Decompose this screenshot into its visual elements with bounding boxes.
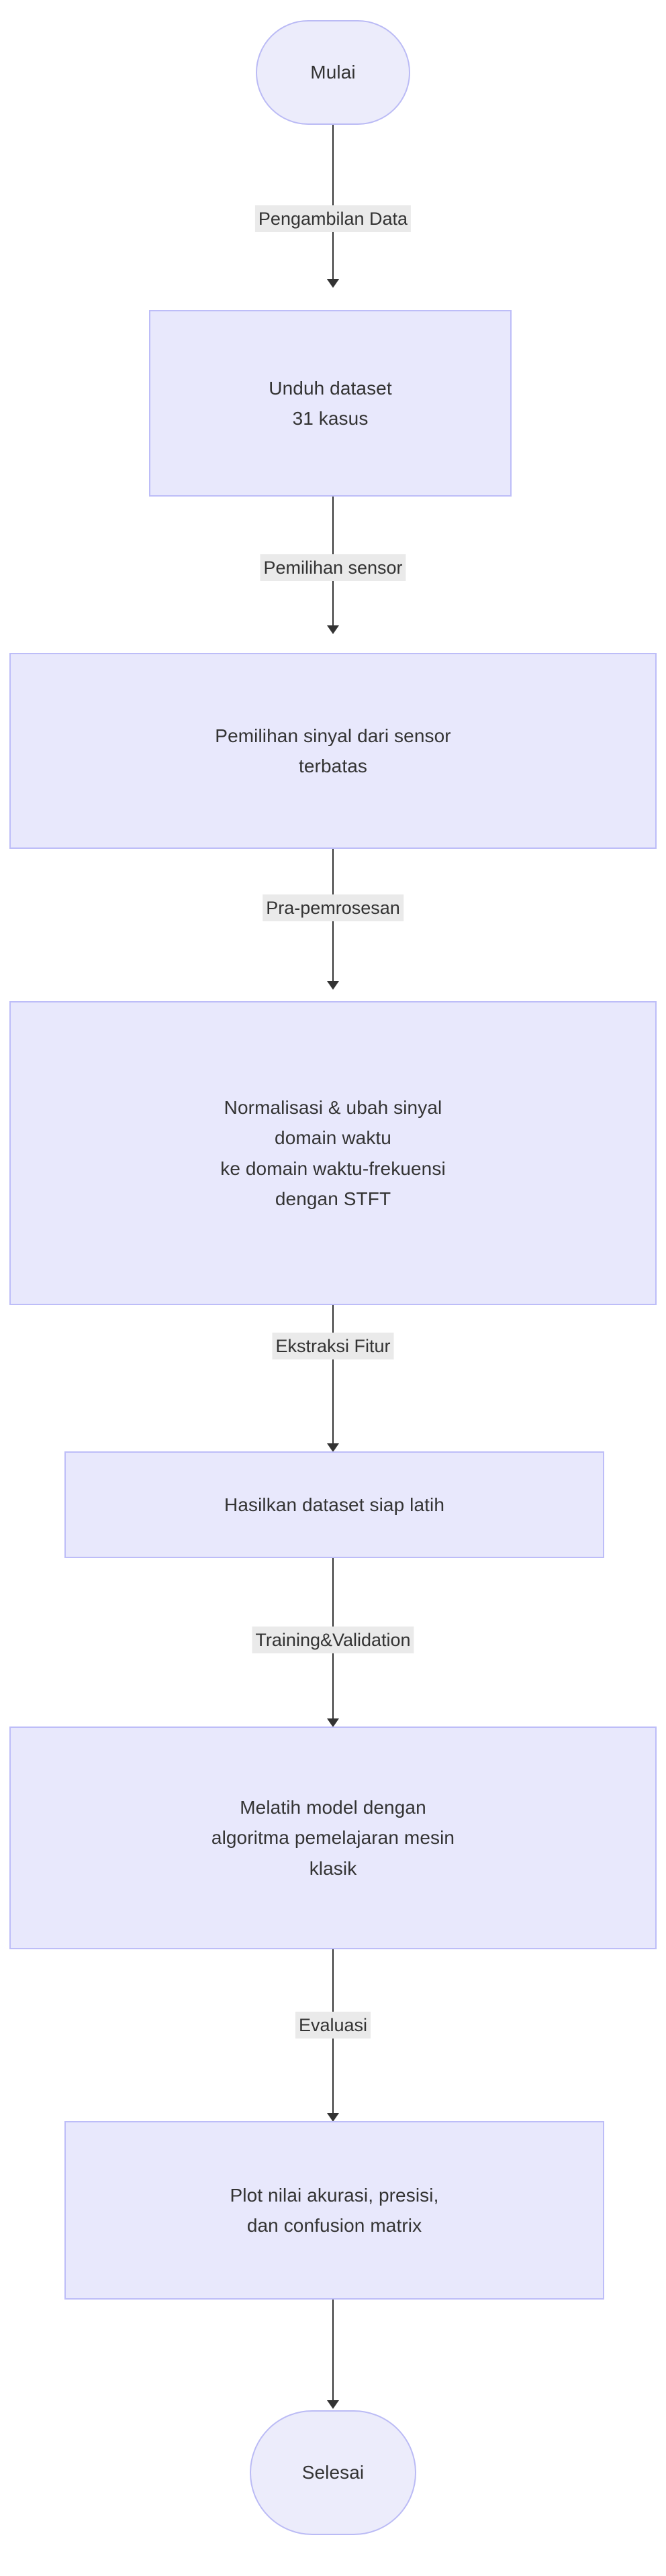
edge-label-pra-pemrosesan: Pra-pemrosesan [263,894,403,922]
node-melatih-model-label-line-2: algoritma pemelajaran mesin [211,1827,455,1849]
edge-label-evaluasi: Evaluasi [295,2012,371,2039]
node-pemilihan-sinyal-label-line-1: Pemilihan sinyal dari sensor [215,725,451,746]
arrowhead-melatih-model [327,1718,339,1727]
node-plot-evaluasi-label-line-2: dan confusion matrix [246,2215,422,2236]
node-normalisasi-stft-label-line-4: dengan STFT [275,1188,391,1209]
node-start-label-line-1: Mulai [310,62,356,83]
node-normalisasi-stft-label-line-1: Normalisasi & ubah sinyal [224,1096,442,1118]
arrowhead-end [327,2400,339,2409]
node-normalisasi-stft-label-line-3: ke domain waktu-frekuensi [220,1157,446,1179]
edge-label-pengambilan-data: Pengambilan Data [254,205,412,233]
connector-start-to-unduh-dataset [332,125,334,279]
node-melatih-model-label-line-3: klasik [309,1857,357,1879]
node-pemilihan-sinyal[interactable]: Pemilihan sinyal dari sensor terbatas [9,653,657,849]
node-unduh-dataset[interactable]: Unduh dataset 31 kasus [149,310,512,497]
node-normalisasi-stft-label-line-2: domain waktu [275,1127,391,1149]
arrowhead-plot-evaluasi [327,2113,339,2122]
node-plot-evaluasi[interactable]: Plot nilai akurasi, presisi, dan confusi… [64,2121,604,2300]
node-unduh-dataset-label-line-1: Unduh dataset [269,377,392,399]
connector-plot-evaluasi-to-end [332,2300,334,2400]
node-end-label-line-1: Selesai [301,2462,365,2483]
node-start[interactable]: Mulai [256,20,410,125]
node-normalisasi-stft[interactable]: Normalisasi & ubah sinyal domain waktu k… [9,1001,657,1305]
node-pemilihan-sinyal-label-line-2: terbatas [299,756,367,776]
node-dataset-siap-latih[interactable]: Hasilkan dataset siap latih [64,1451,604,1558]
arrowhead-unduh-dataset [327,279,339,288]
arrowhead-pemilihan-sinyal [327,625,339,634]
node-melatih-model-label-line-1: Melatih model dengan [240,1796,426,1818]
arrowhead-normalisasi-stft [327,981,339,990]
node-unduh-dataset-label-line-2: 31 kasus [292,408,369,429]
node-plot-evaluasi-label-line-1: Plot nilai akurasi, presisi, [230,2184,439,2206]
node-melatih-model[interactable]: Melatih model dengan algoritma pemelajar… [9,1727,657,1949]
edge-label-pemilihan-sensor: Pemilihan sensor [260,554,406,582]
connector-normalisasi-stft-to-dataset-siap-latih [332,1305,334,1443]
edge-label-training-validation: Training&Validation [252,1627,414,1654]
arrowhead-dataset-siap-latih [327,1443,339,1452]
edge-label-ekstraksi-fitur: Ekstraksi Fitur [272,1333,394,1360]
node-end[interactable]: Selesai [250,2410,416,2535]
node-dataset-siap-latih-label-line-1: Hasilkan dataset siap latih [224,1494,444,1515]
